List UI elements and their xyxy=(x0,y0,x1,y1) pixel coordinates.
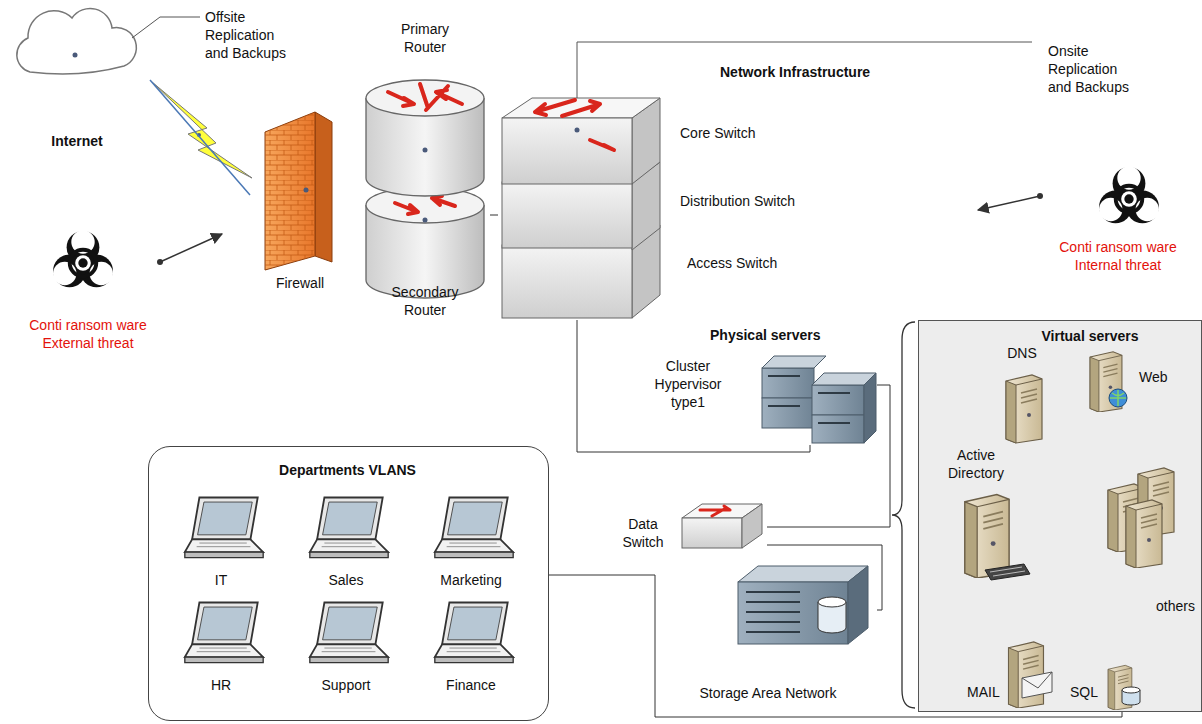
node-label: Core Switch xyxy=(680,124,814,142)
node-label: Firewall xyxy=(250,274,350,292)
server-node: DNS xyxy=(991,343,1056,448)
node-label: Support xyxy=(291,676,401,694)
node-label: Web xyxy=(1139,368,1179,386)
server-node: Web xyxy=(1081,346,1182,416)
router-node: Secondary Router xyxy=(360,190,490,330)
node-label: HR xyxy=(166,676,276,694)
virtual-servers-panel: Virtual serversDNS WebActive Directory oth… xyxy=(918,320,1202,712)
node-label: Distribution Switch xyxy=(680,192,814,210)
server-node: others xyxy=(1101,459,1202,619)
threat-label: Conti ransom ware Internal threat xyxy=(1038,238,1198,274)
node-label: IT xyxy=(166,571,276,589)
section-heading: Network Infrastructure xyxy=(720,63,900,81)
node-label: Internet xyxy=(32,132,122,150)
network-link xyxy=(490,215,498,216)
node-label: Secondary Router xyxy=(385,283,465,319)
section-heading: Physical servers xyxy=(710,326,870,344)
san-node: Storage Area Network xyxy=(662,560,877,708)
node-label: Active Directory xyxy=(939,446,1013,482)
server-node: Active Directory xyxy=(939,444,1035,584)
firewall-node: Firewall xyxy=(250,108,353,298)
laptop-node: HR xyxy=(166,596,279,699)
network-link xyxy=(767,385,890,527)
switch-node: Core Switch xyxy=(498,88,818,160)
laptop-node: Support xyxy=(291,596,404,699)
threat-label: Conti ransom ware External threat xyxy=(8,316,168,352)
network-link xyxy=(767,545,882,610)
switch-node: Access Switch xyxy=(498,225,818,320)
node-label: SQL xyxy=(1070,683,1104,701)
callout-note: Onsite Replication and Backups xyxy=(1048,42,1143,97)
node-label: Sales xyxy=(291,571,401,589)
cloud-node: Internet xyxy=(10,5,150,155)
router-node: Primary Router xyxy=(360,10,490,190)
vlan-panel: Departments VLANS IT Sales MarketingHR Suppo… xyxy=(148,446,549,721)
callout-note: Offsite Replication and Backups xyxy=(205,8,300,63)
laptop-node: Sales xyxy=(291,491,404,594)
laptop-node: IT xyxy=(166,491,279,594)
node-label: Finance xyxy=(416,676,526,694)
server-cluster-node: Cluster Hypervisor type1 xyxy=(640,345,877,445)
node-label: Data Switch xyxy=(615,515,671,551)
switch-node: Distribution Switch xyxy=(498,160,818,225)
node-label: Access Switch xyxy=(687,254,814,272)
node-label: Storage Area Network xyxy=(662,684,874,702)
laptop-node: Finance xyxy=(416,596,529,699)
node-label: Virtual servers xyxy=(1015,327,1165,345)
node-label: Cluster Hypervisor type1 xyxy=(646,357,730,412)
laptop-node: Marketing xyxy=(416,491,529,594)
data-switch-node: Data Switch xyxy=(612,495,767,557)
node-label: MAIL xyxy=(967,683,1007,701)
node-label: Primary Router xyxy=(392,20,458,56)
node-label: DNS xyxy=(991,344,1053,362)
node-label: others xyxy=(1156,597,1200,615)
server-node: MAIL xyxy=(963,637,1059,711)
network-link xyxy=(150,80,250,195)
server-node: SQL xyxy=(1066,661,1151,711)
node-label: Marketing xyxy=(416,571,526,589)
node-label: Departments VLANS xyxy=(149,461,546,479)
